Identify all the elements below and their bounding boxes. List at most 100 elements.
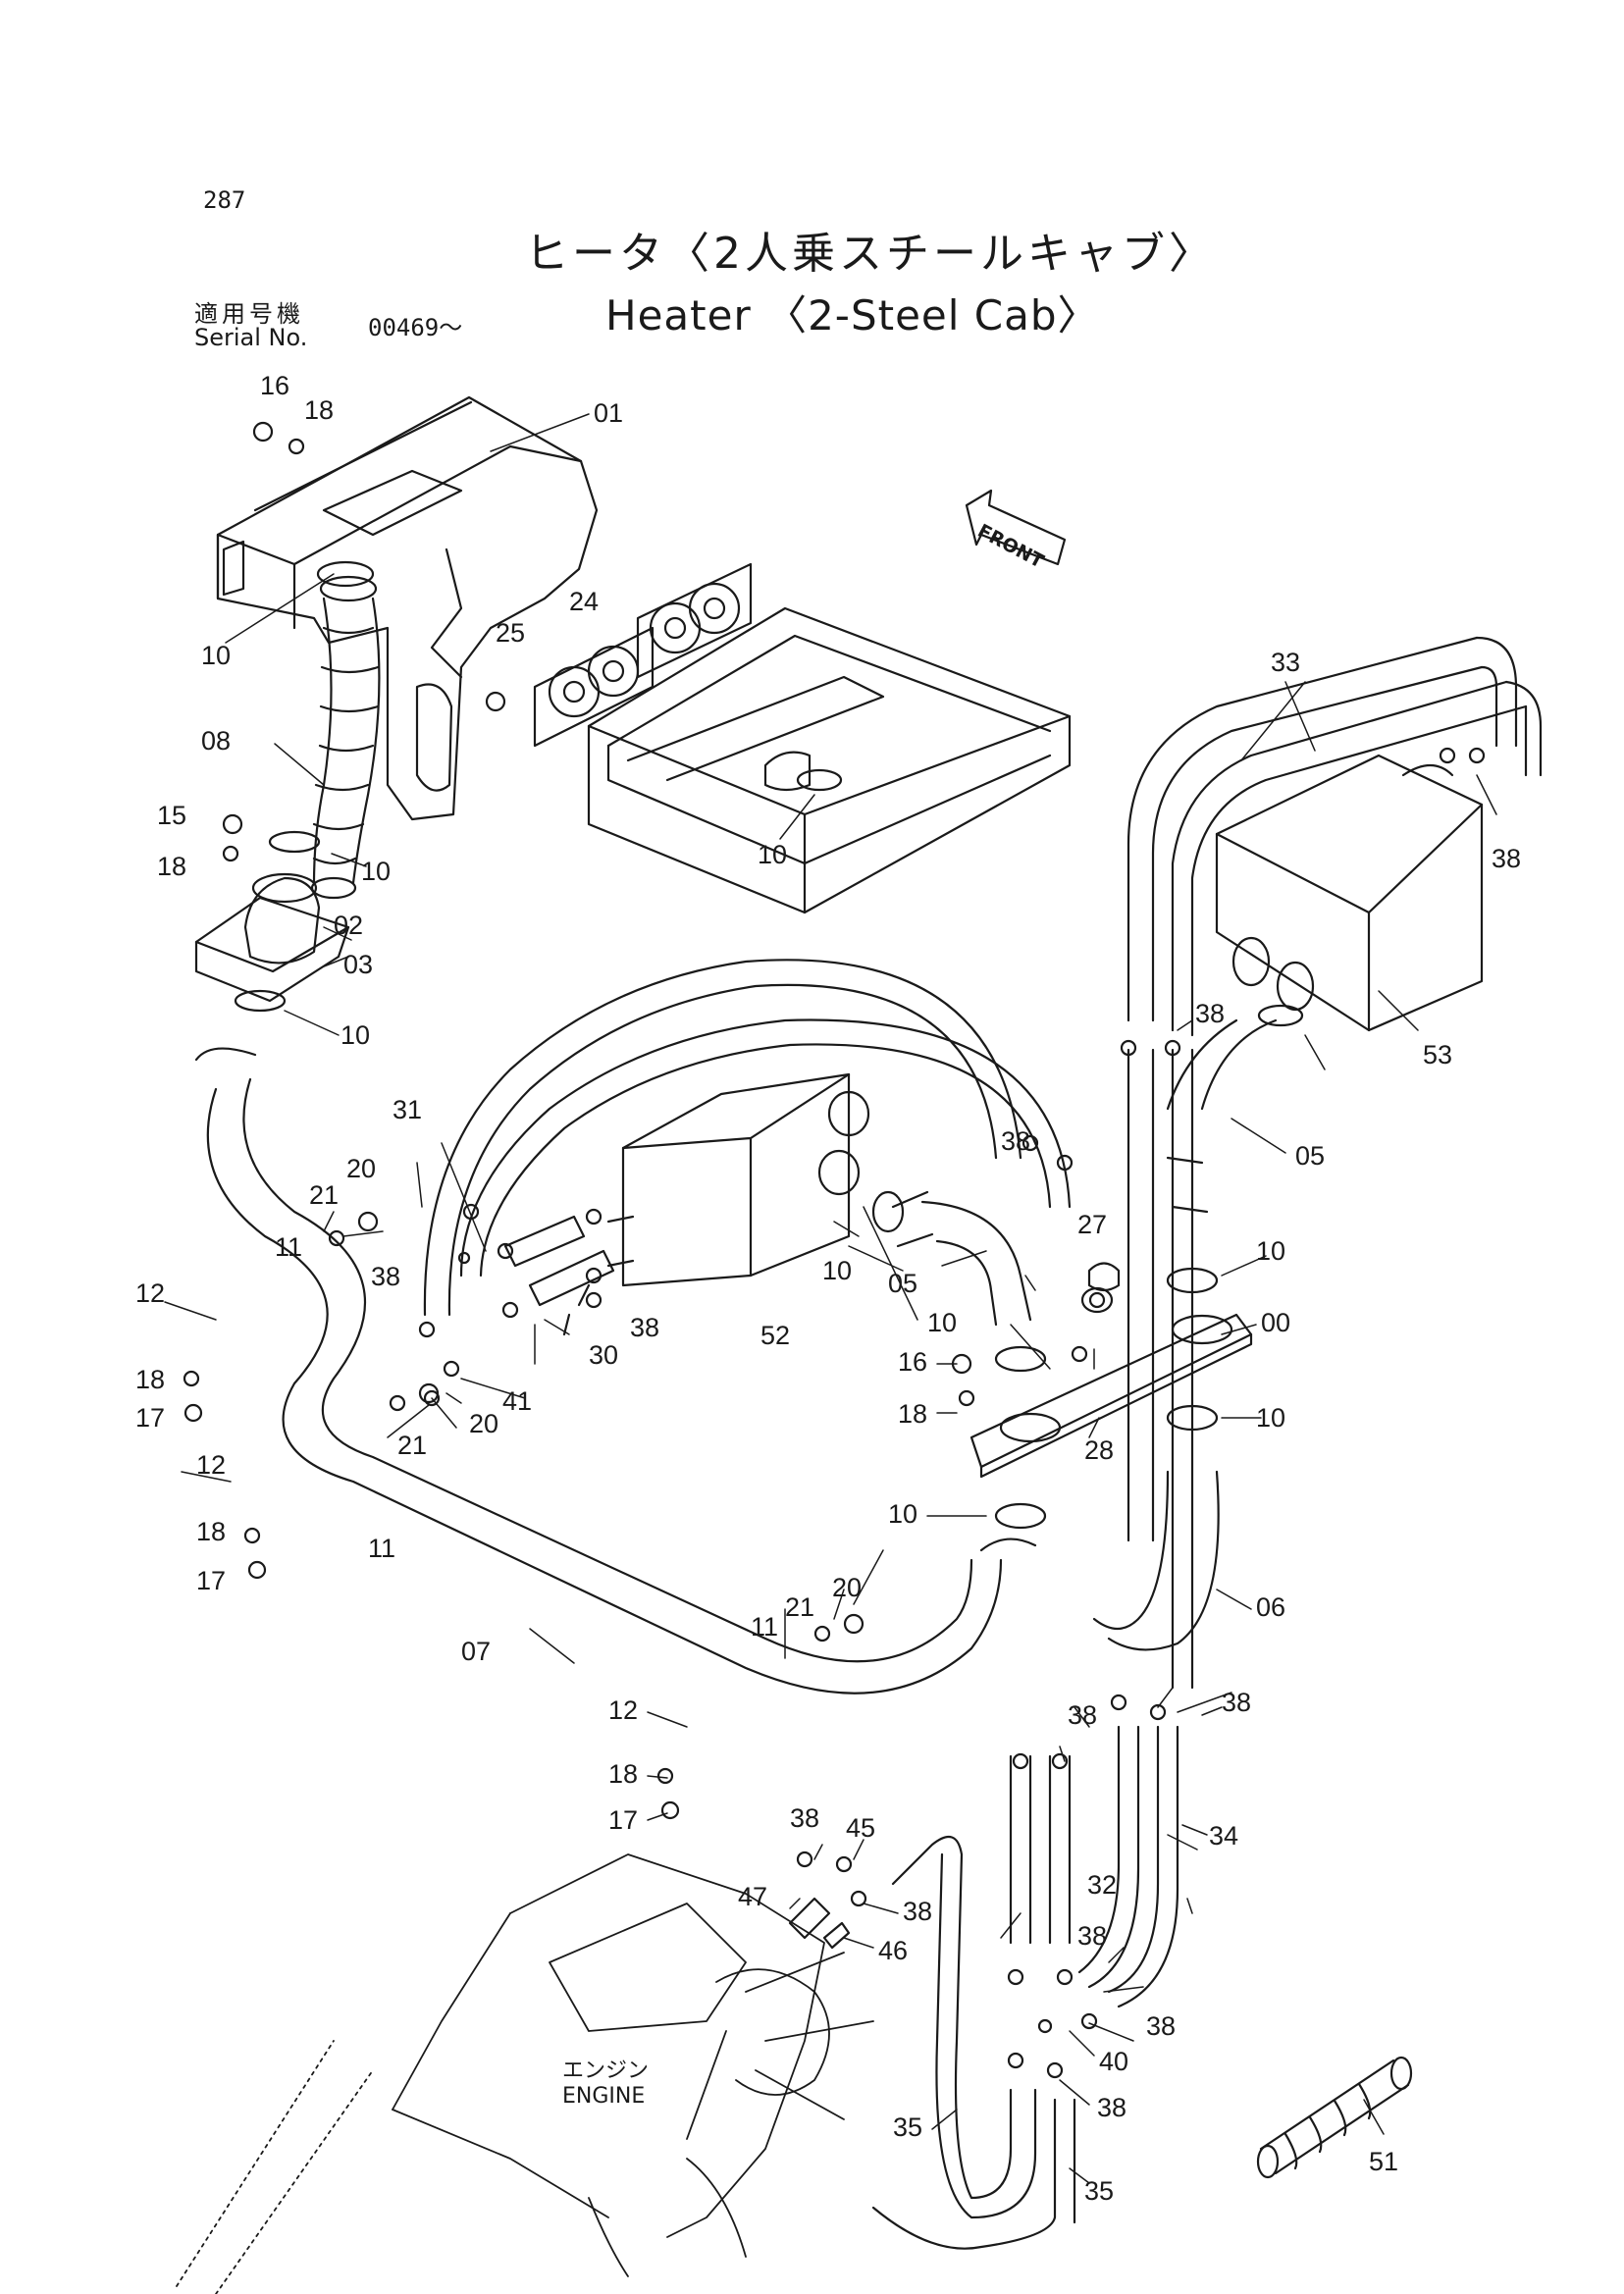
part-callout: 47	[738, 1882, 768, 1911]
engine-label-english: ENGINE	[562, 2084, 646, 2109]
leader-lines	[164, 413, 1497, 2184]
part-callout: 45	[846, 1813, 876, 1843]
elbow-hose-06	[1092, 1470, 1220, 1651]
part-callout: 20	[469, 1409, 499, 1438]
duct-adapter-plate	[194, 872, 350, 1003]
part-callout: 17	[135, 1403, 166, 1433]
part-callout: 10	[201, 641, 232, 670]
part-callout: 20	[346, 1154, 377, 1183]
page-title-japanese: ヒータ〈2人乗スチールキャブ〉	[525, 229, 1216, 279]
part-callout: 28	[1084, 1435, 1115, 1465]
part-callout: 35	[893, 2112, 923, 2142]
part-callout: 46	[878, 1936, 909, 1965]
part-callout: 05	[888, 1269, 918, 1298]
main-hose-07	[194, 1047, 1037, 1694]
hose-clamps	[234, 560, 1304, 1530]
front-arrow	[965, 489, 1067, 566]
part-callout: 41	[502, 1386, 533, 1416]
part-callout: 25	[496, 618, 526, 648]
part-callout: 21	[309, 1180, 340, 1210]
part-callout: 10	[822, 1256, 853, 1285]
part-callout: 18	[304, 395, 335, 425]
part-callout: 17	[608, 1805, 639, 1835]
part-callout: 06	[1256, 1592, 1286, 1622]
part-callout: 38	[1195, 999, 1226, 1028]
part-callout: 38	[790, 1803, 820, 1833]
part-callout: 16	[898, 1347, 928, 1377]
part-callout: 24	[569, 587, 600, 616]
part-callout: 27	[1077, 1210, 1108, 1239]
part-callout: 18	[157, 852, 187, 881]
heater-core-52	[606, 1072, 870, 1287]
part-callout: 07	[461, 1637, 492, 1666]
part-callout: 38	[1146, 2011, 1177, 2041]
part-callout: 15	[157, 801, 187, 830]
serial-range: 00469～	[368, 314, 463, 341]
heater-unit-53	[1215, 754, 1484, 1032]
part-callout: 38	[1001, 1126, 1031, 1156]
part-callout: 05	[1295, 1141, 1326, 1171]
part-callout: 53	[1423, 1040, 1453, 1069]
serial-label-english: Serial No.	[194, 324, 308, 351]
part-callout: 38	[1222, 1688, 1252, 1717]
part-callout: 01	[594, 398, 624, 428]
part-callout: 02	[334, 911, 364, 940]
part-callout: 38	[630, 1313, 660, 1342]
part-callout: 10	[927, 1308, 958, 1337]
heater-hoses-33	[1126, 636, 1543, 1690]
part-callout: 40	[1099, 2047, 1129, 2076]
part-callout: 38	[1068, 1700, 1098, 1730]
serial-label-japanese: 適用号機	[194, 300, 304, 328]
hoses-32-34-35	[871, 1725, 1179, 2250]
part-callout: 52	[760, 1321, 791, 1350]
part-callout: 18	[135, 1365, 166, 1394]
part-callout: 38	[1077, 1921, 1108, 1951]
page-number: 287	[203, 186, 246, 214]
part-callout: 38	[371, 1262, 401, 1291]
heater-duct-housing	[216, 395, 599, 821]
part-callout: 34	[1209, 1821, 1239, 1851]
part-callout: 03	[343, 950, 374, 979]
part-callout: 10	[1256, 1403, 1286, 1433]
flexible-hose-08	[310, 575, 381, 900]
part-callout: 11	[751, 1612, 779, 1642]
short-hoses-30	[503, 1215, 615, 1336]
part-callout: 38	[903, 1897, 933, 1926]
small-hardware	[183, 421, 1486, 2079]
part-callout: 11	[368, 1534, 396, 1563]
part-callout: 20	[832, 1573, 863, 1602]
part-callout: 16	[260, 371, 290, 400]
part-callout: 35	[1084, 2176, 1115, 2206]
part-callout: 18	[196, 1517, 227, 1546]
part-callout: 10	[888, 1499, 918, 1529]
part-callout: 10	[361, 857, 392, 886]
part-callout: 38	[1097, 2093, 1127, 2122]
cab-floor-tray	[587, 606, 1072, 914]
vent-grilles	[533, 562, 753, 748]
heater-hoses-31	[423, 959, 1072, 1317]
part-callout: 38	[1492, 844, 1522, 873]
part-callout: 10	[1256, 1236, 1286, 1266]
part-callout: 30	[589, 1340, 619, 1370]
part-callout: 32	[1087, 1870, 1118, 1900]
spiral-sleeve-51	[1256, 2056, 1413, 2179]
part-callout: 31	[393, 1095, 423, 1124]
part-callout: 00	[1261, 1308, 1291, 1337]
page-title-english: Heater 〈2-Steel Cab〉	[605, 291, 1100, 339]
part-callout: 21	[785, 1592, 815, 1622]
part-callout: 10	[341, 1020, 371, 1050]
bracket-plate-00	[969, 1313, 1253, 1479]
part-callout: 10	[758, 840, 788, 869]
part-callout: 11	[275, 1232, 303, 1262]
part-callout: 08	[201, 726, 232, 756]
part-callout: 18	[898, 1399, 928, 1429]
part-callout: 12	[608, 1695, 639, 1725]
part-callout: 12	[196, 1450, 227, 1480]
engine-label-japanese: エンジン	[562, 2059, 650, 2083]
part-callout: 18	[608, 1759, 639, 1789]
part-callout: 12	[135, 1278, 166, 1308]
part-callout: 21	[397, 1431, 428, 1460]
part-callout: 17	[196, 1566, 227, 1595]
